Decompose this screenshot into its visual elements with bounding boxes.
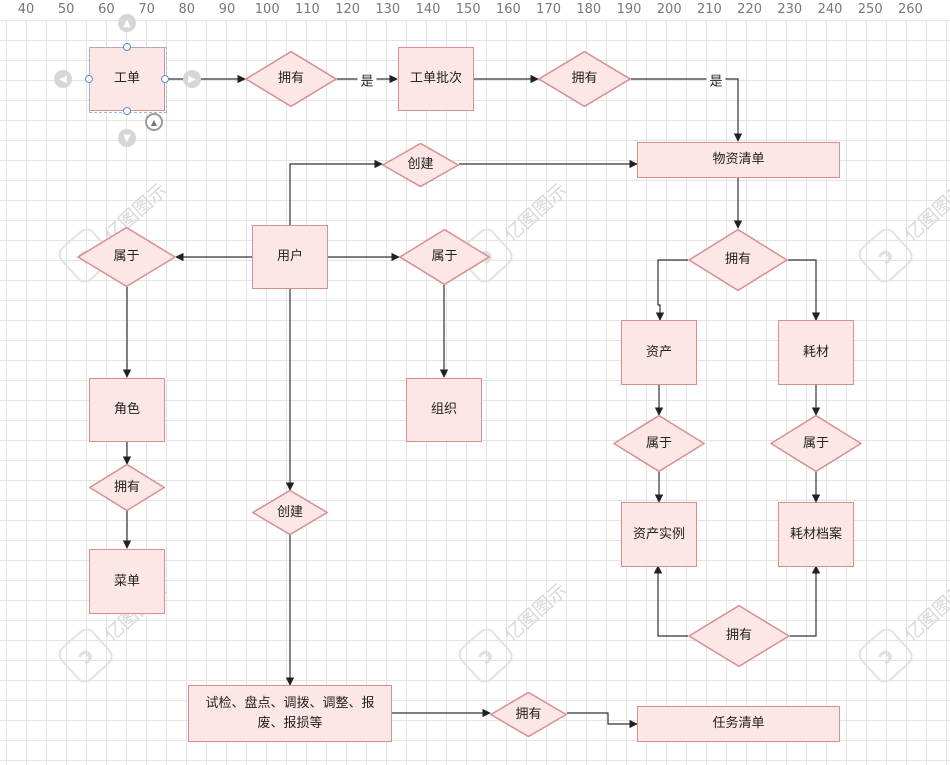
ruler-tick: 250 bbox=[857, 2, 883, 17]
entity-material-list[interactable]: 物资清单 bbox=[637, 142, 840, 178]
ruler-tick: 210 bbox=[696, 2, 722, 17]
ruler-tick: 240 bbox=[817, 2, 843, 17]
ruler-tick: 90 bbox=[218, 2, 236, 17]
relation-belongs-organization[interactable]: 属于 bbox=[399, 229, 490, 285]
diamond-shape bbox=[77, 227, 176, 287]
diamond-shape bbox=[245, 51, 337, 107]
connector-has-consumable[interactable] bbox=[788, 259, 821, 321]
relation-belongs-asset-instance[interactable]: 属于 bbox=[613, 415, 705, 472]
diamond-shape bbox=[382, 143, 459, 187]
ruler-tick: 110 bbox=[294, 2, 320, 17]
ruler-tick: 180 bbox=[576, 2, 602, 17]
diamond-shape bbox=[538, 51, 631, 107]
entity-organization[interactable]: 组织 bbox=[406, 378, 482, 442]
diamond-shape bbox=[688, 605, 790, 667]
relation-has-work-order-batch[interactable]: 拥有 bbox=[245, 51, 337, 107]
entity-work-order-batch[interactable]: 工单批次 bbox=[398, 47, 474, 111]
diamond-shape bbox=[89, 464, 165, 511]
ruler-tick: 100 bbox=[254, 2, 280, 17]
connector-has-consumable-file[interactable] bbox=[790, 565, 821, 637]
ruler-tick: 120 bbox=[335, 2, 361, 17]
connector-has-asset[interactable] bbox=[655, 259, 688, 321]
relation-belongs-consumable-file[interactable]: 属于 bbox=[770, 415, 862, 472]
connector-has-material-list[interactable] bbox=[631, 78, 743, 142]
ruler-tick: 80 bbox=[178, 2, 196, 17]
relation-has-items[interactable]: 拥有 bbox=[688, 229, 788, 291]
connector-user-create-material[interactable] bbox=[289, 159, 383, 225]
diamond-shape bbox=[688, 229, 788, 291]
ruler-tick: 40 bbox=[17, 2, 35, 17]
entity-consumable[interactable]: 耗材 bbox=[778, 320, 854, 385]
ruler-tick: 220 bbox=[737, 2, 763, 17]
entity-user[interactable]: 用户 bbox=[252, 225, 328, 289]
diamond-shape bbox=[770, 415, 862, 472]
ruler-tick: 260 bbox=[897, 2, 923, 17]
quick-connect-down-icon[interactable]: ▼ bbox=[118, 129, 136, 147]
connector-has-asset-instance[interactable] bbox=[653, 565, 688, 637]
connector-has-task-list[interactable] bbox=[567, 712, 638, 729]
diamond-shape bbox=[399, 229, 490, 285]
quick-connect-left-icon[interactable]: ◀ bbox=[54, 70, 72, 88]
relation-has-instance-file[interactable]: 拥有 bbox=[688, 605, 790, 667]
ruler-tick: 150 bbox=[455, 2, 481, 17]
entity-tasks[interactable]: 试检、盘点、调拨、调整、报废、报损等 bbox=[188, 685, 392, 742]
entity-asset-instance[interactable]: 资产实例 bbox=[621, 502, 697, 567]
relation-has-menu[interactable]: 拥有 bbox=[89, 464, 165, 511]
edge-label-yes: 是 bbox=[706, 70, 726, 90]
diamond-shape bbox=[490, 692, 567, 737]
relation-has-material-list[interactable]: 拥有 bbox=[538, 51, 631, 107]
quick-connect-up-icon[interactable]: ▲ bbox=[118, 14, 136, 32]
rotate-handle-icon[interactable]: ▲ bbox=[145, 113, 163, 131]
ruler-tick: 170 bbox=[536, 2, 562, 17]
ruler-tick: 230 bbox=[777, 2, 803, 17]
connection-point-top[interactable] bbox=[123, 43, 131, 51]
quick-connect-right-icon[interactable]: ▶ bbox=[183, 70, 201, 88]
ruler-tick: 60 bbox=[98, 2, 115, 17]
ruler-tick: 160 bbox=[495, 2, 521, 17]
edge-label-yes: 是 bbox=[357, 70, 377, 90]
diamond-shape bbox=[252, 490, 328, 535]
relation-create-tasks[interactable]: 创建 bbox=[252, 490, 328, 535]
ruler-tick: 70 bbox=[138, 2, 155, 17]
ruler-tick: 130 bbox=[375, 2, 401, 17]
relation-belongs-role[interactable]: 属于 bbox=[77, 227, 176, 287]
diamond-shape bbox=[613, 415, 705, 472]
ruler-tick: 50 bbox=[57, 2, 75, 17]
ruler-tick: 140 bbox=[415, 2, 441, 17]
horizontal-ruler: 40 50 60 70 80 90 100 110 120 130 140 150 160 170 180 1… bbox=[0, 0, 950, 20]
connection-point-left[interactable] bbox=[85, 75, 93, 83]
ruler-tick: 190 bbox=[616, 2, 642, 17]
relation-has-task-list[interactable]: 拥有 bbox=[490, 692, 567, 737]
entity-task-list[interactable]: 任务清单 bbox=[637, 706, 840, 742]
connection-point-bottom[interactable] bbox=[123, 107, 131, 115]
relation-create-material-list[interactable]: 创建 bbox=[382, 143, 459, 187]
entity-role[interactable]: 角色 bbox=[89, 378, 165, 442]
entity-asset[interactable]: 资产 bbox=[621, 320, 697, 385]
ruler-tick: 200 bbox=[656, 2, 682, 17]
entity-work-order[interactable]: 工单 bbox=[89, 47, 165, 111]
entity-menu[interactable]: 菜单 bbox=[89, 549, 165, 614]
entity-consumable-file[interactable]: 耗材档案 bbox=[778, 502, 854, 567]
connection-point-right[interactable] bbox=[161, 75, 169, 83]
